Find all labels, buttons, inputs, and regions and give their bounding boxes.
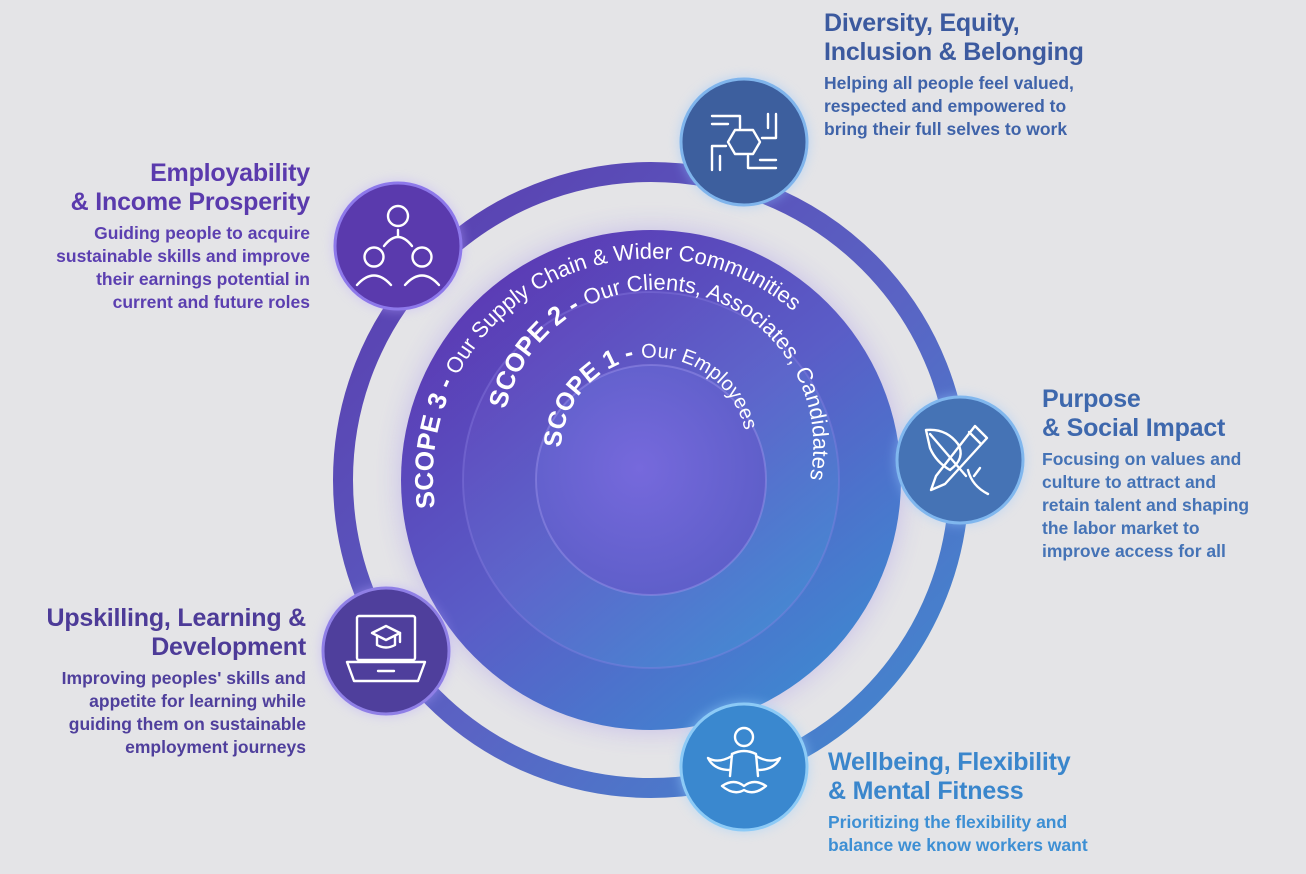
upskilling-description: Improving peoples' skills and appetite f… [61,668,306,757]
wellbeing-node [679,702,809,832]
meditation-figure-icon [706,726,782,794]
employability-node [333,181,463,311]
purpose-description: Focusing on values and culture to attrac… [1042,449,1250,561]
scope-1-disc-edge [535,364,767,596]
dei-node [679,77,809,207]
pen-and-leaf-icon [924,424,990,496]
wellbeing-title: Wellbeing, Flexibility & Mental Fitness [828,748,1071,805]
dei-title: Diversity, Equity, Inclusion & Belonging [824,9,1084,66]
employability-description: Guiding people to acquire sustainable sk… [56,223,310,312]
laptop-graduation-cap-icon [345,614,427,683]
scope-2-disc-edge [462,291,840,669]
wellbeing-description: Prioritizing the flexibility and balance… [828,812,1088,855]
dei-description: Helping all people feel valued, respecte… [824,73,1074,139]
scope-1-disc [536,365,766,595]
linked-hands-icon [710,112,778,172]
purpose-node [895,395,1025,525]
wellbeing-pillar: Wellbeing, Flexibility & Mental Fitness … [828,748,1168,857]
employability-title: Employability & Income Prosperity [70,159,311,216]
upskilling-title: Upskilling, Learning & Development [46,604,306,661]
wellbeing-node-circle [679,702,809,832]
upskilling-node-circle [321,586,451,716]
purpose-pillar: Purpose & Social Impact Focusing on valu… [1042,385,1302,563]
upskilling-node [321,586,451,716]
people-group-icon [355,204,441,287]
employability-pillar: Employability & Income Prosperity Guidin… [10,159,310,314]
dei-node-circle [679,77,809,207]
dei-pillar: Diversity, Equity, Inclusion & Belonging… [824,9,1164,141]
upskilling-pillar: Upskilling, Learning & Development Impro… [6,604,306,759]
employability-node-circle [333,181,463,311]
purpose-title: Purpose & Social Impact [1042,385,1226,442]
